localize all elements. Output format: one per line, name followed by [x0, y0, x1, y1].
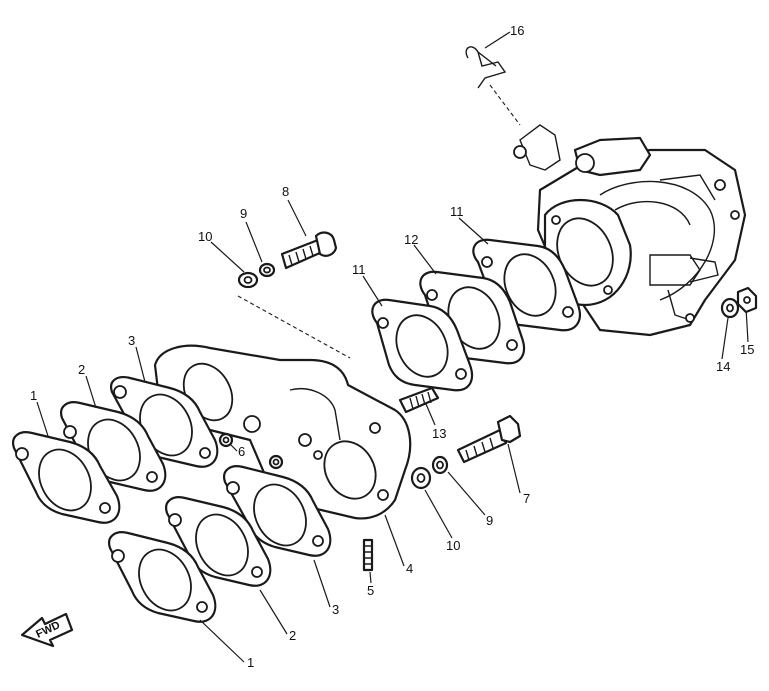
callout-1-upper: 1: [30, 388, 37, 403]
fwd-arrow-icon: FWD: [20, 612, 74, 648]
callout-labels: 1 2 3 1 2 3 4 5 6 7 8 9 9 10 10 11 11 12…: [30, 23, 754, 670]
callout-2-lower: 2: [289, 628, 296, 643]
o-ring-part-6: [218, 432, 284, 470]
callout-14: 14: [716, 359, 730, 374]
leader-lines: [36, 31, 749, 663]
callout-11-front: 11: [352, 262, 366, 277]
callout-3-upper: 3: [128, 333, 135, 348]
callout-16: 16: [510, 23, 524, 38]
callout-6: 6: [238, 444, 245, 459]
bolt-part-7: [456, 414, 522, 464]
stud-part-5: [362, 538, 374, 572]
gasket-3-lower: [223, 465, 332, 557]
washer-part-10-upper: [237, 271, 259, 289]
washer-part-14: [720, 297, 740, 319]
washer-part-9-upper: [258, 262, 276, 278]
callout-15: 15: [740, 342, 754, 357]
callout-9-upper: 9: [240, 206, 247, 221]
gasket-2-lower: [165, 496, 272, 587]
callout-13: 13: [432, 426, 446, 441]
callout-10-lower: 10: [446, 538, 460, 553]
clip-part-16: [465, 46, 521, 126]
gasket-2-upper: [60, 401, 167, 492]
callout-8: 8: [282, 184, 289, 199]
callout-9-lower: 9: [486, 513, 493, 528]
intake-manifold: [153, 295, 412, 520]
callout-1-lower: 1: [247, 655, 254, 670]
callout-5: 5: [367, 583, 374, 598]
callout-2-upper: 2: [78, 362, 85, 377]
washer-part-9-lower: [431, 455, 449, 475]
callout-7: 7: [523, 491, 530, 506]
callout-11-rear: 11: [450, 204, 464, 219]
callout-3-lower: 3: [332, 602, 339, 617]
gasket-1-upper: [12, 431, 121, 524]
callout-10-upper: 10: [198, 229, 212, 244]
callout-12: 12: [404, 232, 418, 247]
callout-4: 4: [406, 561, 413, 576]
gasket-11-front: [371, 298, 474, 392]
bolt-part-8: [280, 231, 338, 270]
gasket-1-lower: [108, 531, 217, 623]
washer-part-10-lower: [410, 466, 432, 490]
nut-part-15: [736, 286, 758, 314]
carburetor-assembly: [513, 124, 747, 337]
stud-part-13: [398, 386, 440, 414]
